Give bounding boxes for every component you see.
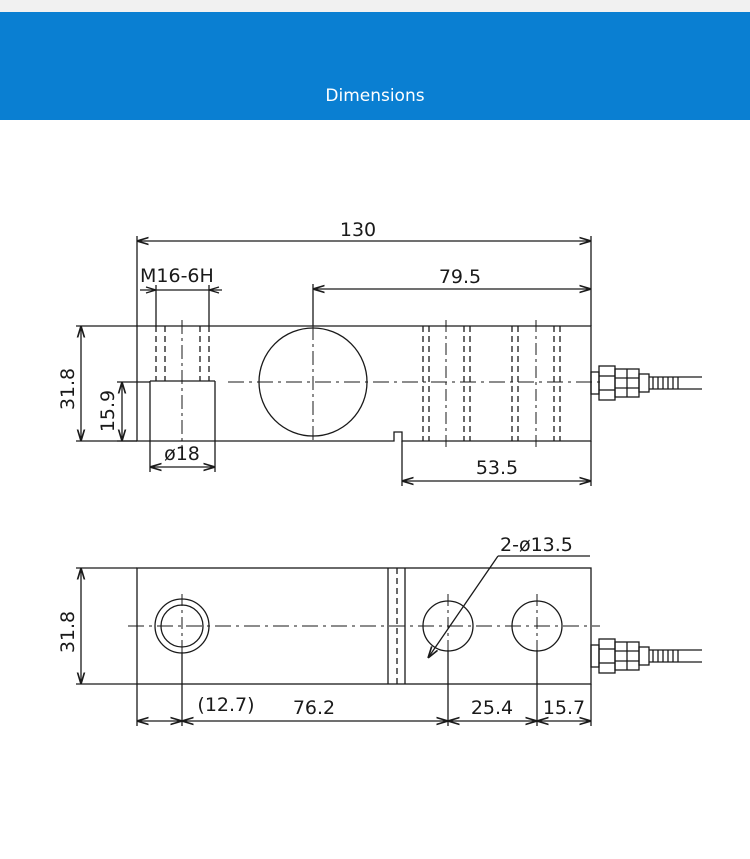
dim-overall-length: 130: [340, 219, 376, 241]
side-view: [76, 236, 702, 486]
mounting-holes-side: [422, 326, 561, 441]
dim-load-to-end: 79.5: [439, 266, 481, 288]
cable-gland-top: [590, 638, 702, 674]
threaded-hole: [155, 326, 210, 381]
holes-leader: [428, 555, 499, 658]
header-banner: [0, 12, 750, 120]
dim-counterbore: ø18: [164, 443, 200, 465]
cable-gland-side: [590, 365, 702, 401]
page-title: Dimensions: [325, 86, 425, 106]
dim-holes: 2-ø13.5: [500, 534, 573, 556]
dim-thread: M16-6H: [140, 265, 214, 287]
top-view: [76, 555, 702, 726]
dim-center-span: 76.2: [293, 697, 335, 719]
top-strip: [0, 0, 750, 12]
dim-hole-pitch: 25.4: [471, 697, 513, 719]
dim-half-height: 15.9: [97, 390, 119, 432]
dim-groove-to-end: 53.5: [476, 457, 518, 479]
dim-top-height: 31.8: [57, 611, 79, 653]
dim-side-height: 31.8: [57, 368, 79, 410]
dim-end-offset: 15.7: [543, 697, 585, 719]
side-body-outline: [136, 325, 592, 442]
dim-edge-offset: (12.7): [197, 694, 254, 716]
